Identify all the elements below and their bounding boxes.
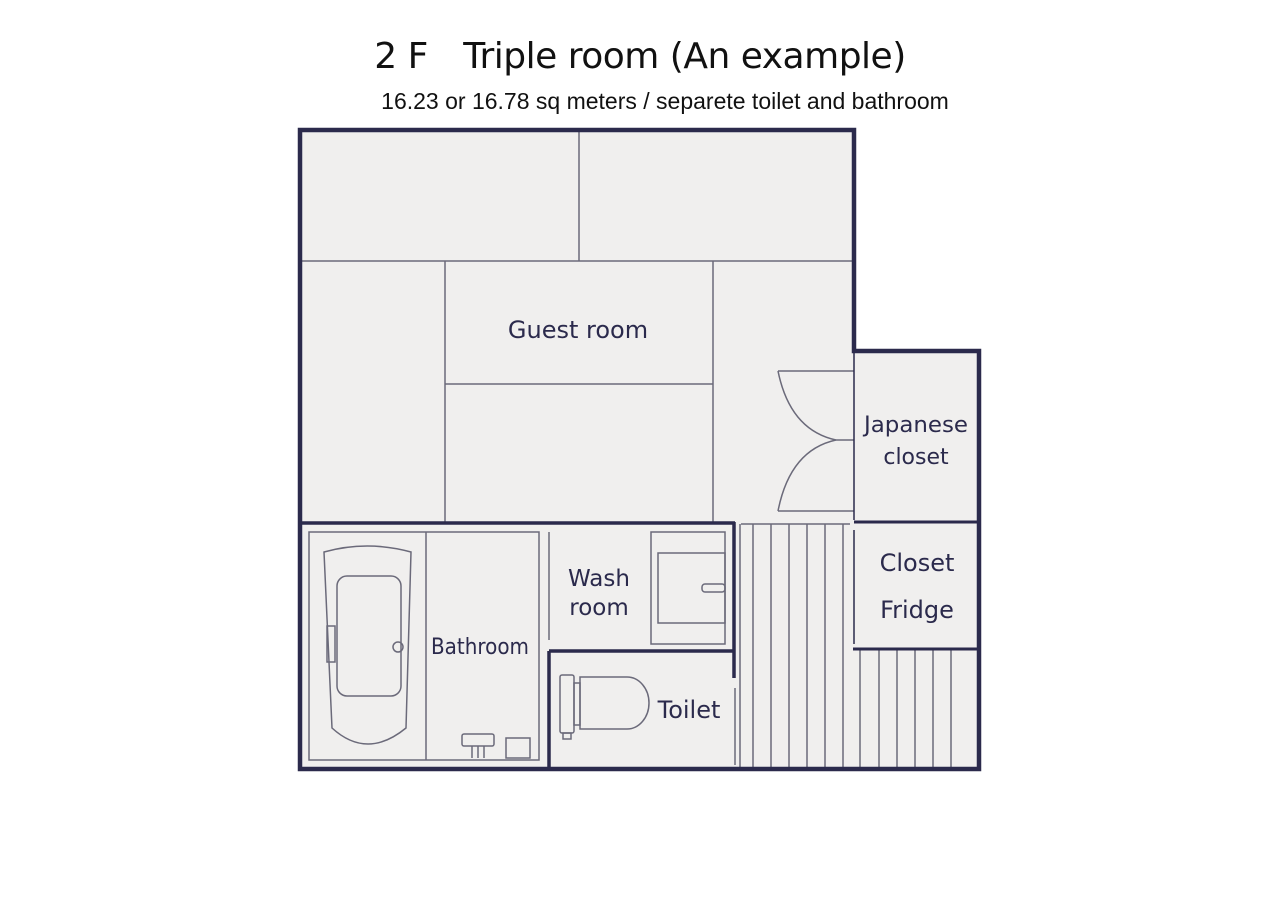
- label-closet: Closet: [880, 549, 955, 577]
- label-fridge: Fridge: [880, 596, 954, 624]
- walls: [297, 127, 982, 772]
- page-title: 2 F Triple room (An example): [374, 36, 906, 77]
- faucet-icon: [461, 733, 531, 759]
- label-japanese-closet-2: closet: [883, 445, 949, 470]
- label-wash-room-2: room: [569, 595, 629, 621]
- label-toilet: Toilet: [657, 696, 721, 724]
- sink-icon: [548, 531, 726, 645]
- page-subtitle: 16.23 or 16.78 sq meters / separete toil…: [381, 88, 949, 114]
- label-bathroom: Bathroom: [431, 635, 529, 660]
- label-japanese-closet-1: Japanese: [862, 413, 968, 438]
- toilet-icon: [559, 674, 736, 765]
- floor-boards: [739, 523, 952, 768]
- bathtub-icon: [308, 531, 540, 761]
- floor-area: [300, 130, 979, 769]
- tatami-mats: [300, 130, 854, 522]
- label-wash-room-1: Wash: [568, 566, 630, 592]
- label-guest-room: Guest room: [508, 316, 648, 344]
- closet-doors[interactable]: [777, 370, 854, 512]
